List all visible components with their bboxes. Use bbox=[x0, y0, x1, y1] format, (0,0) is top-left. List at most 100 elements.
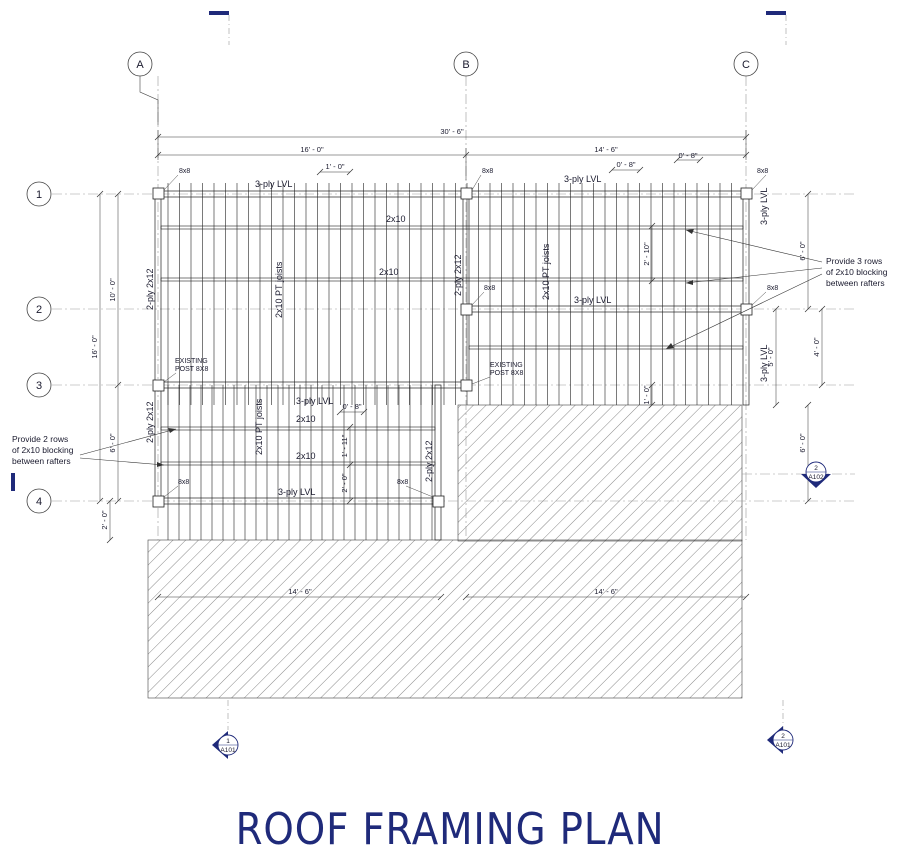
grid-bubble-4: 4 bbox=[26, 488, 52, 514]
posts bbox=[152, 187, 753, 508]
svg-text:3-ply LVL: 3-ply LVL bbox=[255, 179, 292, 189]
side-mark-left bbox=[11, 473, 15, 491]
svg-text:8x8: 8x8 bbox=[397, 479, 408, 486]
svg-text:POST 8X8: POST 8X8 bbox=[490, 370, 523, 377]
dimension-tick bbox=[346, 461, 354, 469]
svg-text:2: 2 bbox=[36, 304, 42, 316]
svg-text:EXISTING: EXISTING bbox=[175, 358, 208, 365]
svg-text:C: C bbox=[742, 59, 750, 71]
dimension-ticks bbox=[96, 133, 826, 601]
dimension-tick bbox=[648, 401, 656, 409]
post-A4 bbox=[152, 495, 165, 508]
post-A3 bbox=[152, 379, 165, 392]
svg-text:Provide 2 rows: Provide 2 rows bbox=[12, 434, 68, 444]
existing-structure-hatch-lower bbox=[147, 539, 743, 699]
drawing-title: ROOF FRAMING PLAN bbox=[235, 804, 665, 855]
dimension-tick bbox=[154, 133, 162, 141]
dimension-tick bbox=[106, 497, 114, 505]
grid-bubble-A: A bbox=[127, 51, 153, 77]
section-mark-1-A101: 1 A101 bbox=[212, 700, 239, 759]
svg-text:3-ply LVL: 3-ply LVL bbox=[574, 295, 611, 305]
post-B2 bbox=[460, 303, 473, 316]
dimension-tick bbox=[154, 593, 162, 601]
existing-structure-hatch-right bbox=[457, 404, 743, 542]
dimension-tick bbox=[316, 168, 324, 176]
section-mark-2-A101: 2 A101 bbox=[767, 700, 794, 754]
svg-text:2x10: 2x10 bbox=[379, 267, 399, 277]
dimension-tick bbox=[636, 166, 644, 174]
dimension-tick bbox=[346, 168, 354, 176]
svg-text:10' - 0": 10' - 0" bbox=[108, 278, 117, 302]
svg-text:3-ply LVL: 3-ply LVL bbox=[564, 174, 601, 184]
svg-text:8x8: 8x8 bbox=[179, 168, 190, 175]
dimension-tick bbox=[336, 408, 344, 416]
post-leaders bbox=[163, 174, 767, 498]
note-right: Provide 3 rows of 2x10 blocking between … bbox=[826, 256, 888, 288]
svg-text:2' - 10": 2' - 10" bbox=[642, 242, 651, 266]
svg-text:2-ply 2x12: 2-ply 2x12 bbox=[424, 440, 434, 482]
svg-text:16' - 0": 16' - 0" bbox=[90, 335, 99, 359]
dimension-tick bbox=[648, 222, 656, 230]
dimension-tick bbox=[772, 401, 780, 409]
roof-framing-plan-drawing: A B C 1 2 3 4 bbox=[11, 11, 888, 759]
svg-text:8x8: 8x8 bbox=[484, 285, 495, 292]
svg-text:between rafters: between rafters bbox=[12, 456, 71, 466]
dimension-tick bbox=[648, 277, 656, 285]
svg-text:A102: A102 bbox=[808, 474, 824, 481]
top-mark-right bbox=[766, 11, 786, 15]
svg-text:6' - 0": 6' - 0" bbox=[108, 433, 117, 452]
dimension-tick bbox=[114, 497, 122, 505]
dimension-tick bbox=[804, 190, 812, 198]
svg-text:2x10 PT joists: 2x10 PT joists bbox=[274, 261, 284, 318]
svg-text:A101: A101 bbox=[220, 747, 236, 754]
svg-text:2-ply 2x12: 2-ply 2x12 bbox=[453, 254, 463, 296]
svg-text:6' - 0": 6' - 0" bbox=[798, 433, 807, 452]
post-C1 bbox=[740, 187, 753, 200]
svg-text:1' - 0": 1' - 0" bbox=[642, 385, 651, 404]
dimension-tick bbox=[608, 166, 616, 174]
svg-text:2x10: 2x10 bbox=[296, 451, 316, 461]
dimension-tick bbox=[772, 305, 780, 313]
post-B1 bbox=[460, 187, 473, 200]
grid-bubble-C: C bbox=[733, 51, 759, 77]
svg-text:1' - 0": 1' - 0" bbox=[325, 162, 344, 171]
svg-text:1: 1 bbox=[226, 738, 230, 745]
svg-text:1: 1 bbox=[36, 189, 42, 201]
svg-text:of 2x10 blocking: of 2x10 blocking bbox=[826, 267, 888, 277]
grid-bubble-B: B bbox=[453, 51, 479, 77]
dimension-tick bbox=[673, 156, 681, 164]
svg-text:8x8: 8x8 bbox=[178, 479, 189, 486]
svg-text:14' - 6": 14' - 6" bbox=[288, 587, 312, 596]
dimension-tick bbox=[360, 408, 368, 416]
svg-text:0' - 8": 0' - 8" bbox=[342, 402, 361, 411]
svg-text:2' - 0": 2' - 0" bbox=[340, 473, 349, 492]
post-B3 bbox=[460, 379, 473, 392]
svg-text:EXISTING: EXISTING bbox=[490, 362, 523, 369]
dimension-tick bbox=[804, 497, 812, 505]
svg-text:4' - 0": 4' - 0" bbox=[812, 337, 821, 356]
svg-text:14' - 6": 14' - 6" bbox=[594, 145, 618, 154]
post-A1 bbox=[152, 187, 165, 200]
svg-text:between rafters: between rafters bbox=[826, 278, 885, 288]
grid-bubble-2: 2 bbox=[26, 296, 52, 322]
svg-text:3-ply LVL: 3-ply LVL bbox=[296, 396, 333, 406]
svg-text:6' - 0": 6' - 0" bbox=[798, 241, 807, 260]
dimension-lines bbox=[99, 130, 823, 598]
svg-text:3-ply LVL: 3-ply LVL bbox=[278, 487, 315, 497]
svg-text:3-ply LVL: 3-ply LVL bbox=[759, 345, 769, 382]
dimension-tick bbox=[742, 133, 750, 141]
rafters-lower bbox=[167, 385, 433, 540]
dimension-tick bbox=[114, 190, 122, 198]
dimension-tick bbox=[742, 151, 750, 159]
dimension-tick bbox=[742, 593, 750, 601]
blocking-rows bbox=[160, 225, 744, 466]
svg-text:of 2x10 blocking: of 2x10 blocking bbox=[12, 445, 74, 455]
svg-text:2x10: 2x10 bbox=[296, 414, 316, 424]
svg-text:8x8: 8x8 bbox=[767, 285, 778, 292]
dimension-tick bbox=[462, 593, 470, 601]
dimension-tick bbox=[106, 536, 114, 544]
top-mark-left bbox=[209, 11, 229, 15]
svg-text:2: 2 bbox=[814, 465, 818, 472]
dimension-tick bbox=[804, 305, 812, 313]
svg-text:4: 4 bbox=[36, 496, 42, 508]
